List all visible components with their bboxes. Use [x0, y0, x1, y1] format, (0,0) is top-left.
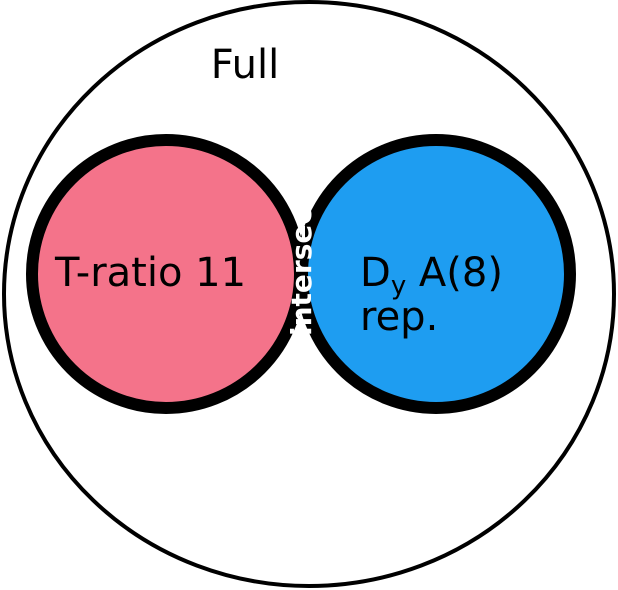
set-label-t-ratio: T-ratio 11 [54, 250, 246, 296]
set-label-subscript-y: y [391, 271, 406, 301]
set-circle-dy-a8 [302, 140, 570, 408]
set-outline-right [296, 134, 576, 414]
set-label-d: D [360, 250, 391, 296]
set-circle-t-ratio [32, 140, 300, 408]
set-label-rep: rep. [360, 294, 438, 340]
set-label-a8: A(8) [406, 250, 503, 296]
intersection-label: intersec [285, 208, 318, 336]
set-label-dy-a8: Dy A(8) [360, 250, 503, 301]
universe-label: Full [211, 42, 279, 88]
